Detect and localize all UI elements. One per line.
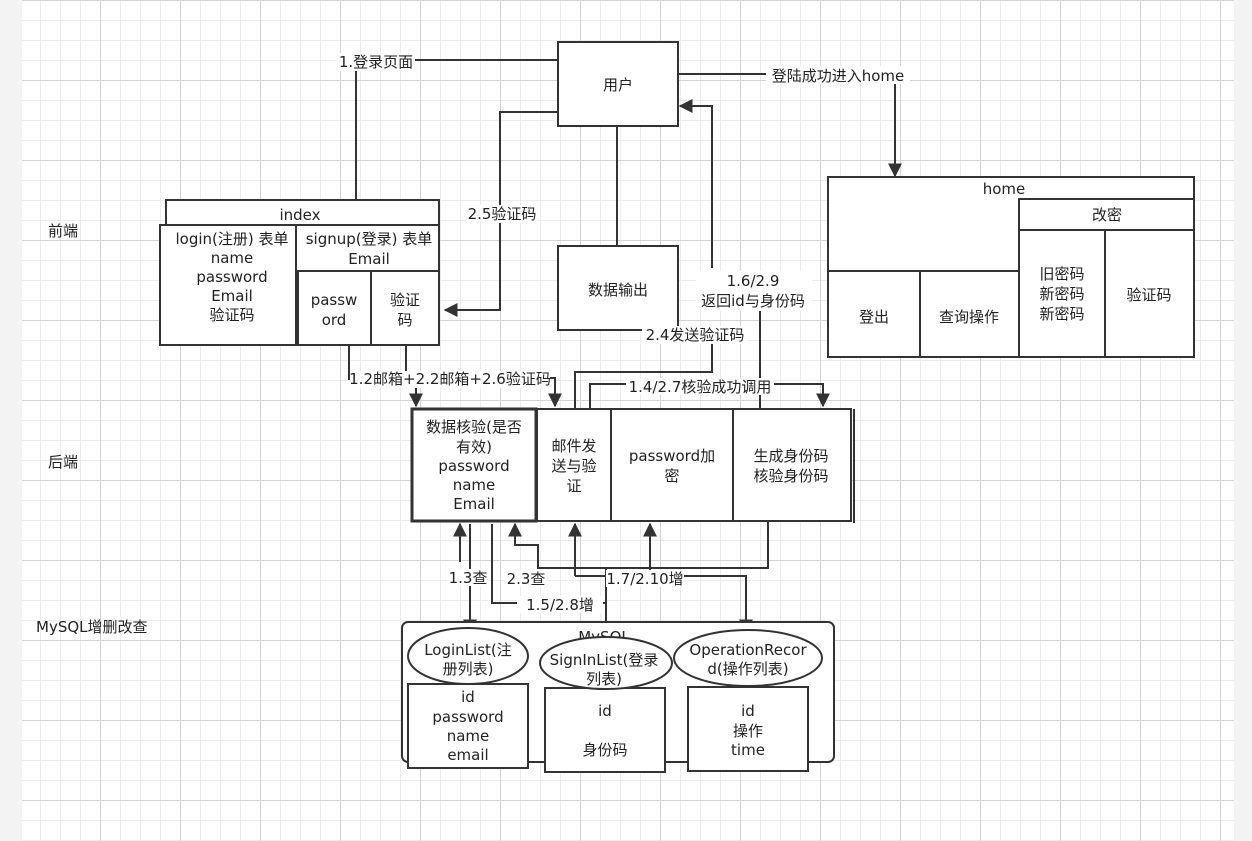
edge-login-page — [349, 59, 558, 225]
edge-label-return-id-line1: 1.6/2.9 — [727, 272, 780, 290]
mail-line3: 证 — [566, 477, 581, 495]
oprecord-title-line2: d(操作列表) — [707, 660, 788, 678]
oprecord-title-line1: OperationRecor — [689, 641, 807, 659]
home-node: home 改密 登出 查询操作 旧密码 新密码 新密码 验证码 — [827, 176, 1195, 358]
mail-line1: 邮件发 — [551, 437, 596, 455]
data-output-label: 数据输出 — [588, 281, 648, 299]
login-field-password: password — [196, 268, 267, 286]
encrypt-line2: 密 — [664, 467, 679, 485]
loginlist-field-email: email — [447, 746, 488, 764]
user-label: 用户 — [603, 76, 633, 94]
login-form-title: login(注册) 表单 — [175, 230, 288, 248]
mysql-node: MySQL id password name email LoginList(注… — [401, 621, 835, 773]
verify-line1: 数据核验(是否 — [426, 418, 522, 436]
edge-label-return-id-line2: 返回id与身份码 — [701, 292, 805, 310]
signinlist-title-line1: SignInList(登录 — [550, 651, 659, 669]
encrypt-line1: password加 — [629, 447, 715, 465]
index-title: index — [279, 206, 320, 224]
edge-send-code — [574, 330, 713, 408]
edge-label-email: 1.2邮箱+2.2邮箱+2.6验证码 — [349, 370, 551, 388]
login-field-email: Email — [211, 287, 253, 305]
data-output-node — [557, 245, 679, 331]
edge-label-enter-home: 登陆成功进入home — [772, 67, 905, 85]
edge-label-add-operation: 1.7/2.10增 — [606, 570, 683, 588]
edge-return-id-upper — [678, 99, 713, 268]
signinlist-field-identity: 身份码 — [582, 741, 627, 759]
login-field-code: 验证码 — [209, 306, 254, 324]
edge-label-code: 2.5验证码 — [468, 205, 537, 223]
backend-node: 数据核验(是否 有效) password name Email 邮件发 送与验 … — [410, 407, 855, 523]
signinlist-title-line2: 列表) — [586, 670, 622, 688]
change-password-title: 改密 — [1092, 206, 1122, 224]
edge-label-query-1: 1.3查 — [449, 569, 488, 587]
loginlist-field-name: name — [447, 727, 490, 745]
home-title: home — [983, 180, 1026, 198]
edge-label-call-success: 1.4/2.7核验成功调用 — [629, 378, 772, 396]
signup-password-line2: ord — [322, 311, 347, 329]
section-label-backend: 后端 — [48, 453, 78, 471]
oprecord-field-id: id — [741, 702, 755, 720]
verify-line5: Email — [453, 495, 495, 513]
edge-enter-home — [678, 73, 902, 178]
verify-line4: name — [453, 476, 496, 494]
logout-label: 登出 — [859, 308, 889, 326]
home-code-label: 验证码 — [1126, 286, 1171, 304]
identity-line2: 核验身份码 — [753, 467, 828, 485]
user-node — [557, 41, 679, 127]
edge-label-send-code: 2.4发送验证码 — [646, 326, 745, 344]
edge-identity-to-verify — [508, 520, 769, 569]
index-node: index login(注册) 表单 name password Email 验… — [159, 199, 440, 346]
new-password-label: 新密码 — [1039, 285, 1084, 303]
oprecord-field-operation: 操作 — [733, 722, 763, 740]
loginlist-field-password: password — [432, 708, 503, 726]
edge-label-query-2: 2.3查 — [507, 570, 546, 588]
section-label-mysql: MySQL增删改查 — [36, 618, 148, 636]
edge-label-add-signin: 1.5/2.8增 — [526, 596, 594, 614]
signup-password-line1: passw — [311, 291, 358, 309]
mail-line2: 送与验 — [551, 457, 596, 475]
oprecord-field-time: time — [731, 741, 765, 759]
verify-line3: password — [438, 457, 509, 475]
old-password-label: 旧密码 — [1039, 265, 1084, 283]
signup-form-title: signup(登录) 表单 — [306, 230, 433, 248]
signup-field-email: Email — [348, 250, 390, 268]
query-label: 查询操作 — [939, 308, 999, 326]
section-label-frontend: 前端 — [48, 222, 78, 240]
verify-line2: 有效) — [456, 438, 492, 456]
signup-code-line1: 验证 — [390, 291, 420, 309]
signinlist-field-id: id — [598, 702, 612, 720]
login-field-name: name — [211, 249, 254, 267]
identity-line1: 生成身份码 — [753, 447, 828, 465]
confirm-password-label: 新密码 — [1039, 305, 1084, 323]
loginlist-title-line1: LoginList(注 — [424, 641, 512, 659]
edge-label-login-page: 1.登录页面 — [339, 53, 413, 71]
loginlist-field-id: id — [461, 688, 475, 706]
loginlist-title-line2: 册列表) — [443, 660, 494, 678]
signup-code-line2: 码 — [397, 311, 412, 329]
